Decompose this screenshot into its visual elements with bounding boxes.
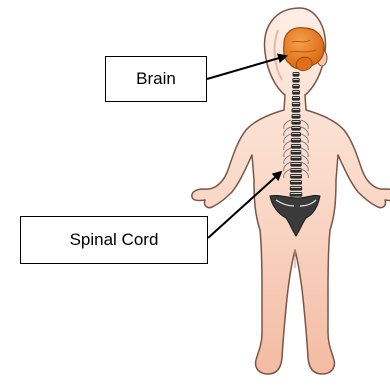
vertebra [290, 192, 303, 197]
spinal-cord-label: Spinal Cord [20, 216, 208, 264]
vertebra [290, 168, 302, 173]
vertebra [291, 132, 301, 137]
vertebra [292, 114, 301, 119]
vertebra [292, 108, 301, 113]
vertebra [292, 96, 300, 101]
brain-label: Brain [105, 56, 207, 102]
brain-label-text: Brain [136, 69, 176, 89]
vertebra [291, 126, 301, 131]
vertebra [290, 180, 302, 185]
vertebra [292, 102, 300, 107]
vertebra [290, 186, 302, 191]
vertebra [291, 150, 302, 155]
spinal-cord-label-text: Spinal Cord [70, 230, 159, 250]
vertebra [292, 90, 300, 95]
vertebra [291, 138, 301, 143]
vertebra [292, 78, 299, 83]
vertebra [292, 84, 300, 89]
vertebra [291, 144, 301, 149]
vertebra [290, 162, 301, 167]
vertebra [291, 156, 302, 161]
vertebra [290, 174, 302, 179]
vertebra [291, 120, 300, 125]
cerebellum [296, 57, 312, 70]
vertebra [293, 72, 300, 77]
